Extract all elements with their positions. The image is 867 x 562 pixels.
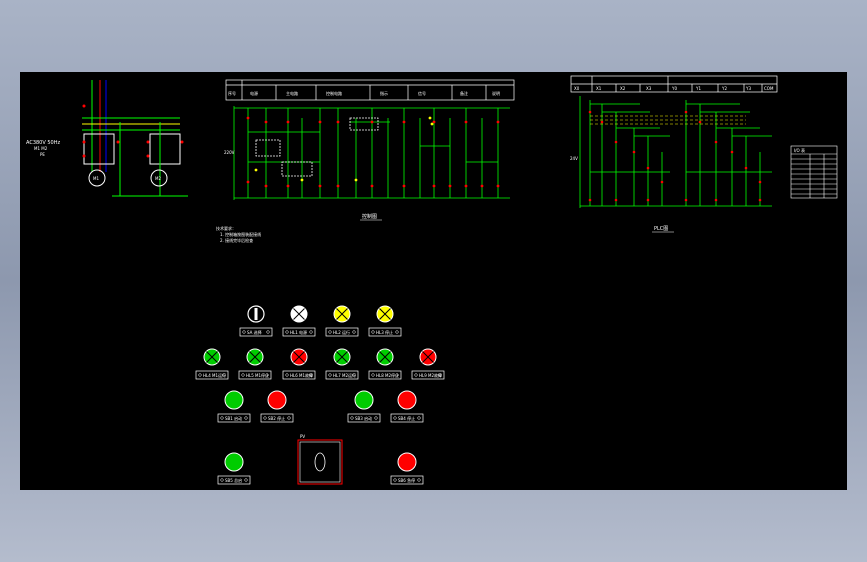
svg-text:X1: X1: [596, 86, 602, 91]
motor-m2-label: M2: [155, 176, 161, 181]
operation-panel: SA 选择 HL1 电源 HL2 运行 HL3 停止 HL4 M1运行 HL5 M1停止 H…: [195, 305, 445, 485]
plc-drawing-header: [570, 75, 778, 93]
panel-lamp-2-3[interactable]: [290, 348, 308, 366]
panel-lamp-1-3[interactable]: [333, 305, 351, 323]
control-drawing-header: [225, 79, 515, 101]
svg-text:信号: 信号: [418, 90, 426, 96]
panel-label-3-4: SB4 停止: [390, 413, 424, 423]
technical-notes: 技术要求： 1. 控制箱按图装配接线 2. 接线完毕后检查: [216, 225, 261, 243]
panel-button-3-1[interactable]: [224, 390, 244, 410]
panel-label-2-2: HL5 M1停止: [238, 370, 272, 380]
panel-label-text: SA 选择: [247, 329, 262, 335]
svg-text:Y2: Y2: [721, 86, 727, 91]
panel-lamp-1-2[interactable]: [290, 305, 308, 323]
svg-text:COM: COM: [764, 86, 774, 91]
svg-text:Y3: Y3: [745, 86, 751, 91]
panel-label-2-1: HL4 M1运行: [195, 370, 229, 380]
panel-label-1-1: SA 选择: [239, 327, 273, 337]
svg-text:X0: X0: [574, 86, 580, 91]
panel-lamp-2-1[interactable]: [203, 348, 221, 366]
panel-lamp-2-2[interactable]: [246, 348, 264, 366]
svg-text:1. 控制箱按图装配接线: 1. 控制箱按图装配接线: [220, 231, 261, 237]
motor-circuit-markers: [82, 104, 184, 158]
svg-text:指示: 指示: [380, 90, 388, 96]
control-drawing-caption: 控制图: [362, 213, 377, 220]
meter-label: PV: [300, 434, 305, 439]
control-header-labels: 序号 电源 主电路 控制电路 指示 信号 备注 说明: [228, 90, 500, 96]
control-circuit-contacts: [246, 116, 500, 188]
io-table: [790, 145, 838, 199]
panel-label-3-3: SB3 启动: [347, 413, 381, 423]
panel-label-text: HL4 M1运行: [203, 372, 226, 378]
control-voltage-label: 220V: [224, 150, 235, 155]
svg-text:Y1: Y1: [695, 86, 701, 91]
svg-text:Y0: Y0: [671, 86, 677, 91]
panel-label-3-1: SB1 启动: [217, 413, 251, 423]
svg-text:X3: X3: [646, 86, 652, 91]
panel-button-3-2[interactable]: [267, 390, 287, 410]
panel-label-text: SB4 停止: [398, 415, 415, 421]
panel-label-2-5: HL8 M2停止: [368, 370, 402, 380]
plc-drawing-caption: PLC图: [654, 226, 668, 232]
panel-label-1-4: HL3 停止: [368, 327, 402, 337]
motor-main-circuit: [82, 80, 188, 197]
motor-note-1: AC380V 50Hz: [26, 140, 60, 146]
panel-label-text: HL6 M1故障: [290, 372, 313, 378]
panel-label-2-3: HL6 M1故障: [282, 370, 316, 380]
drawing-canvas[interactable]: AC380V 50Hz M1 M2 PE M1 M2 序号 电源 主电路 控制电…: [20, 72, 847, 490]
plc-voltage-label: 24V: [570, 156, 578, 161]
svg-text:电源: 电源: [250, 90, 258, 96]
panel-button-4-1[interactable]: [224, 452, 244, 472]
panel-label-text: HL8 M2停止: [376, 372, 399, 378]
panel-label-text: HL7 M2运行: [333, 372, 356, 378]
panel-label-4-3: SB6 急停: [390, 475, 424, 485]
panel-button-4-3[interactable]: [397, 452, 417, 472]
panel-selector-1-1[interactable]: [247, 305, 265, 323]
panel-label-text: SB6 急停: [398, 477, 415, 483]
panel-label-text: SB1 启动: [225, 415, 242, 421]
svg-text:说明: 说明: [492, 90, 500, 96]
panel-button-3-3[interactable]: [354, 390, 374, 410]
panel-label-text: SB2 停止: [268, 415, 285, 421]
panel-label-text: HL9 M2故障: [419, 372, 442, 378]
panel-lamp-2-4[interactable]: [333, 348, 351, 366]
cad-drawing: AC380V 50Hz M1 M2 PE M1 M2 序号 电源 主电路 控制电…: [26, 75, 838, 243]
panel-label-1-3: HL2 运行: [325, 327, 359, 337]
panel-label-text: SB5 总启: [225, 477, 242, 483]
panel-lamp-2-6[interactable]: [419, 348, 437, 366]
svg-text:2. 接线完毕后检查: 2. 接线完毕后检查: [220, 237, 253, 243]
io-table-title: I/O 表: [794, 147, 805, 153]
panel-label-text: SB3 启动: [355, 415, 372, 421]
panel-button-3-4[interactable]: [397, 390, 417, 410]
panel-label-text: HL5 M1停止: [246, 372, 269, 378]
panel-label-text: HL2 运行: [333, 329, 350, 335]
panel-label-3-2: SB2 停止: [260, 413, 294, 423]
svg-text:备注: 备注: [460, 90, 468, 96]
panel-label-1-2: HL1 电源: [282, 327, 316, 337]
panel-label-text: HL1 电源: [290, 329, 307, 335]
plc-header-labels: X0 X1 X2 X3 Y0 Y1 Y2 Y3 COM: [574, 86, 774, 91]
panel-label-2-4: HL7 M2运行: [325, 370, 359, 380]
svg-text:控制电路: 控制电路: [326, 90, 342, 96]
svg-text:X2: X2: [620, 86, 626, 91]
panel-lamp-2-5[interactable]: [376, 348, 394, 366]
panel-label-text: HL3 停止: [376, 329, 393, 335]
motor-note-2: M1 M2: [34, 146, 48, 151]
plc-contacts: [588, 110, 762, 202]
motor-m1-label: M1: [93, 176, 99, 181]
svg-text:序号: 序号: [228, 90, 236, 96]
svg-text:技术要求：: 技术要求：: [216, 225, 236, 231]
panel-lamp-1-4[interactable]: [376, 305, 394, 323]
panel-label-4-1: SB5 总启: [217, 475, 251, 485]
plc-dashed-links: [590, 115, 746, 125]
motor-note-3: PE: [40, 152, 45, 157]
panel-label-2-6: HL9 M2故障: [411, 370, 445, 380]
svg-text:主电路: 主电路: [286, 90, 298, 96]
panel-meter-4-2[interactable]: [297, 439, 343, 485]
control-circuit-yellow-marks: [254, 116, 434, 182]
